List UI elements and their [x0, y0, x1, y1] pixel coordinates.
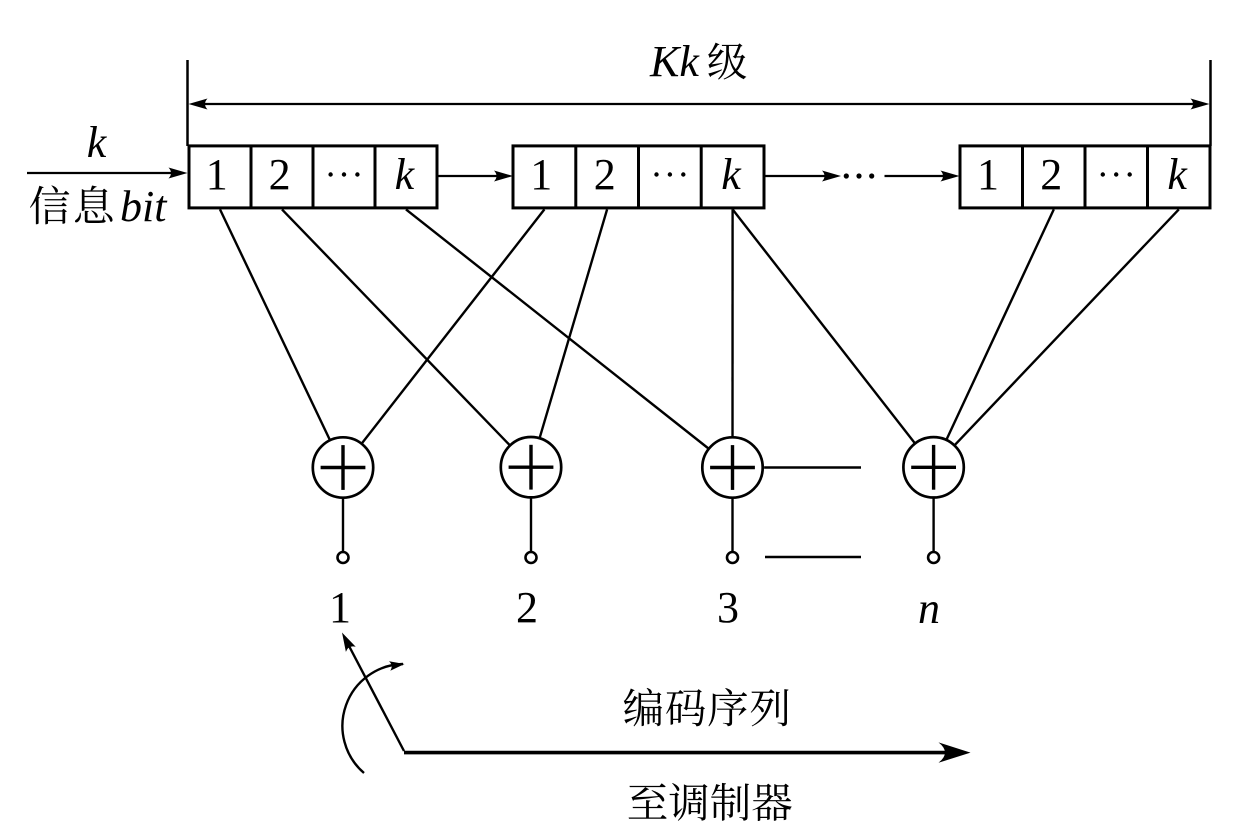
svg-text:2: 2: [1040, 150, 1062, 199]
svg-text:bit: bit: [120, 182, 168, 231]
svg-text:k: k: [1167, 150, 1188, 199]
svg-text:Kk: Kk: [649, 37, 700, 86]
svg-text:2: 2: [594, 150, 616, 199]
svg-text:3: 3: [717, 583, 739, 632]
svg-text:2: 2: [516, 583, 538, 632]
svg-text:1: 1: [206, 150, 228, 199]
svg-text:1: 1: [329, 583, 351, 632]
svg-text:1: 1: [977, 150, 999, 199]
svg-text:1: 1: [530, 150, 552, 199]
svg-text:k: k: [395, 150, 416, 199]
svg-text:n: n: [918, 584, 940, 633]
svg-text:k: k: [721, 150, 742, 199]
svg-text:k: k: [87, 118, 108, 167]
svg-text:2: 2: [269, 150, 291, 199]
